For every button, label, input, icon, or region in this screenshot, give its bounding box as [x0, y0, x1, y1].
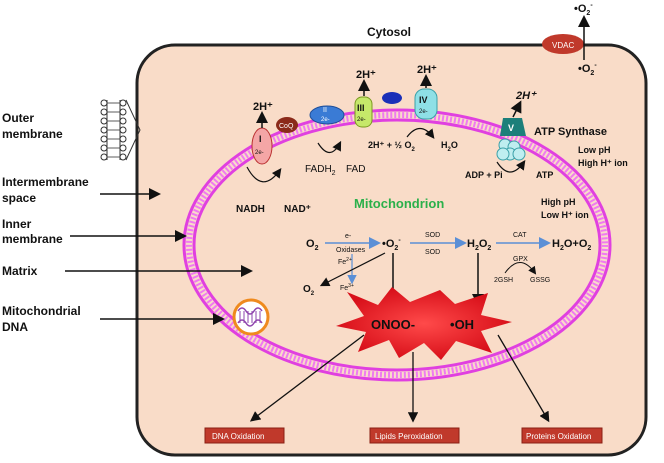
oh-label: •OH	[450, 317, 474, 332]
matrix-label: Matrix	[2, 264, 38, 278]
outer-membrane-label: Outer membrane	[2, 111, 63, 141]
h2o2-label: H2O2	[467, 238, 491, 252]
superoxide-top: •O2-	[574, 2, 593, 17]
complex-V-label: V	[508, 123, 514, 133]
atp-curve	[496, 160, 526, 173]
high-ph-label: High pH Low H⁺ ion	[541, 197, 589, 220]
fe2-label: Fe2+	[338, 257, 352, 266]
fad-label: FAD	[346, 164, 365, 175]
cytochrome-c	[382, 92, 402, 104]
mtdna-icon	[232, 298, 270, 336]
low-ph-label: Low pH High H⁺ ion	[578, 145, 628, 168]
h-label-IV: 2H⁺	[417, 64, 437, 76]
complex-II-label: II	[323, 107, 327, 114]
nadh-label: NADH	[236, 204, 265, 215]
inner-membrane-band	[186, 112, 608, 378]
complex-III-label: III	[357, 103, 365, 113]
inner-membrane-outer-line	[182, 108, 612, 382]
outcome-proteins-label: Proteins Oxidation	[526, 432, 591, 441]
outer-cell	[135, 43, 648, 457]
coq-label: CoQ	[279, 123, 294, 130]
oxidase-label: e- Oxidases	[336, 233, 366, 254]
complex-I-label: I	[259, 134, 262, 144]
burst-to-proteins-arrow	[497, 334, 550, 423]
complex-III	[354, 96, 373, 128]
h2o-o2-label: H2O+O2	[552, 238, 591, 252]
ros-o2-small: O2	[303, 284, 315, 297]
complex-IV-e: 2e-	[419, 109, 428, 115]
water-left-label: 2H⁺ + ½ O2	[368, 140, 416, 153]
ros-burst	[336, 287, 512, 360]
complex-II	[309, 105, 345, 125]
inner-membrane-inner-line	[192, 118, 602, 372]
mito-dna-label: Mitochondrial DNA	[2, 304, 84, 334]
outer-membrane-icon	[100, 99, 141, 161]
atp-synthase-head	[496, 138, 526, 161]
complex-III-e: 2e-	[357, 117, 366, 123]
complex-I	[251, 127, 273, 165]
vdac-label: VDAC	[552, 41, 574, 50]
complex-II-e: 2e-	[321, 117, 330, 123]
cytosol-label: Cytosol	[367, 25, 411, 39]
outcome-proteins-box	[521, 427, 603, 444]
superoxide-to-o2-arrow	[319, 252, 386, 287]
fe3-label: Fe3+	[340, 283, 354, 292]
water-curve	[406, 127, 435, 139]
gpx-curve	[504, 262, 537, 275]
fadh2-label: FADH2	[305, 164, 336, 177]
complex-V	[500, 118, 526, 136]
outcome-dna-box	[204, 427, 285, 444]
cat-label: CAT	[513, 232, 527, 239]
intermembrane-space-label: Intermembrane space	[2, 175, 92, 205]
atp-label: ATP	[536, 170, 553, 180]
atp-synthase-label: ATP Synthase	[534, 126, 607, 138]
complex-I-e: 2e-	[255, 150, 264, 156]
adp-label: ADP + Pi	[465, 170, 503, 180]
h-label-I: 2H⁺	[253, 101, 273, 113]
outcome-dna-label: DNA Oxidation	[212, 432, 264, 441]
water-right-label: H2O	[441, 140, 458, 153]
burst-to-dna-arrow	[249, 334, 365, 422]
coq-carrier	[276, 117, 298, 133]
mitochondrion-title: Mitochondrion	[354, 196, 444, 211]
h-label-V: 2H⁺	[515, 90, 537, 102]
nadh-curve	[246, 166, 282, 183]
inner-membrane-label: Inner membrane	[2, 217, 63, 246]
onoo-label: ONOO-	[371, 317, 415, 332]
fadh2-curve	[317, 140, 342, 154]
h-arrow-V	[510, 100, 522, 118]
nad-label: NAD⁺	[284, 204, 311, 215]
gssg-label: GSSG	[530, 277, 550, 284]
sod-bottom-label: SOD	[425, 249, 440, 256]
vdac-channel	[542, 34, 584, 54]
gpx-label: GPX	[513, 256, 528, 263]
complex-IV	[414, 88, 438, 120]
sod-top-label: SOD	[425, 232, 440, 239]
complex-IV-label: IV	[419, 95, 428, 105]
h-label-III: 2H⁺	[356, 69, 376, 81]
gsh-label: 2GSH	[494, 277, 513, 284]
outcome-lipids-label: Lipids Peroxidation	[375, 432, 443, 441]
outcome-lipids-box	[369, 427, 460, 444]
